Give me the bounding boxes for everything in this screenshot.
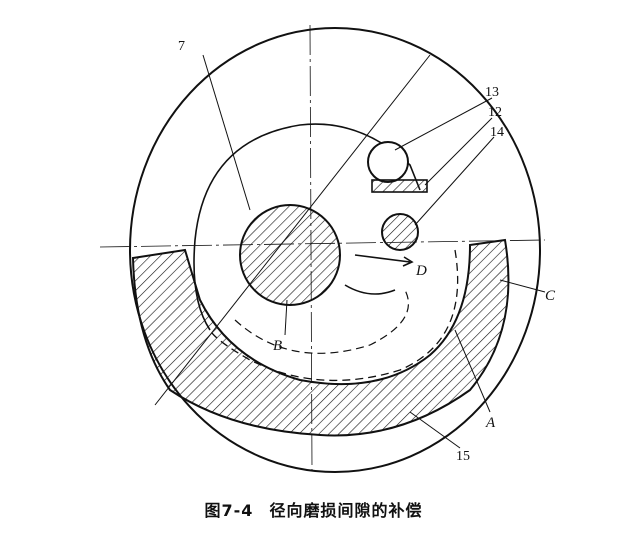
wear-crescent-15 (131, 238, 510, 437)
shaft-7 (239, 204, 341, 306)
label-14: 14 (490, 125, 504, 140)
shoe-outline (193, 123, 421, 331)
pin-14 (381, 213, 419, 251)
label-7: 7 (178, 39, 185, 54)
rotation-arrow (344, 284, 396, 295)
figure-caption: 图7-4 径向磨损间隙的补偿 (0, 497, 627, 521)
figure-title: 径向磨损间隙的补偿 (269, 501, 423, 520)
block-12 (371, 179, 428, 193)
outer-disc (129, 27, 541, 473)
label-B: B (273, 338, 282, 354)
arrow-D (354, 254, 411, 263)
label-D: D (415, 263, 427, 279)
label-12: 12 (488, 105, 502, 120)
label-13: 13 (485, 85, 499, 100)
label-A: A (485, 415, 496, 431)
figure-number: 图7-4 (204, 501, 254, 520)
pin-13 (367, 141, 409, 183)
dashed-clearance-A (209, 249, 459, 382)
label-15: 15 (456, 449, 470, 464)
dashed-inner (234, 289, 409, 354)
label-C: C (545, 288, 556, 304)
